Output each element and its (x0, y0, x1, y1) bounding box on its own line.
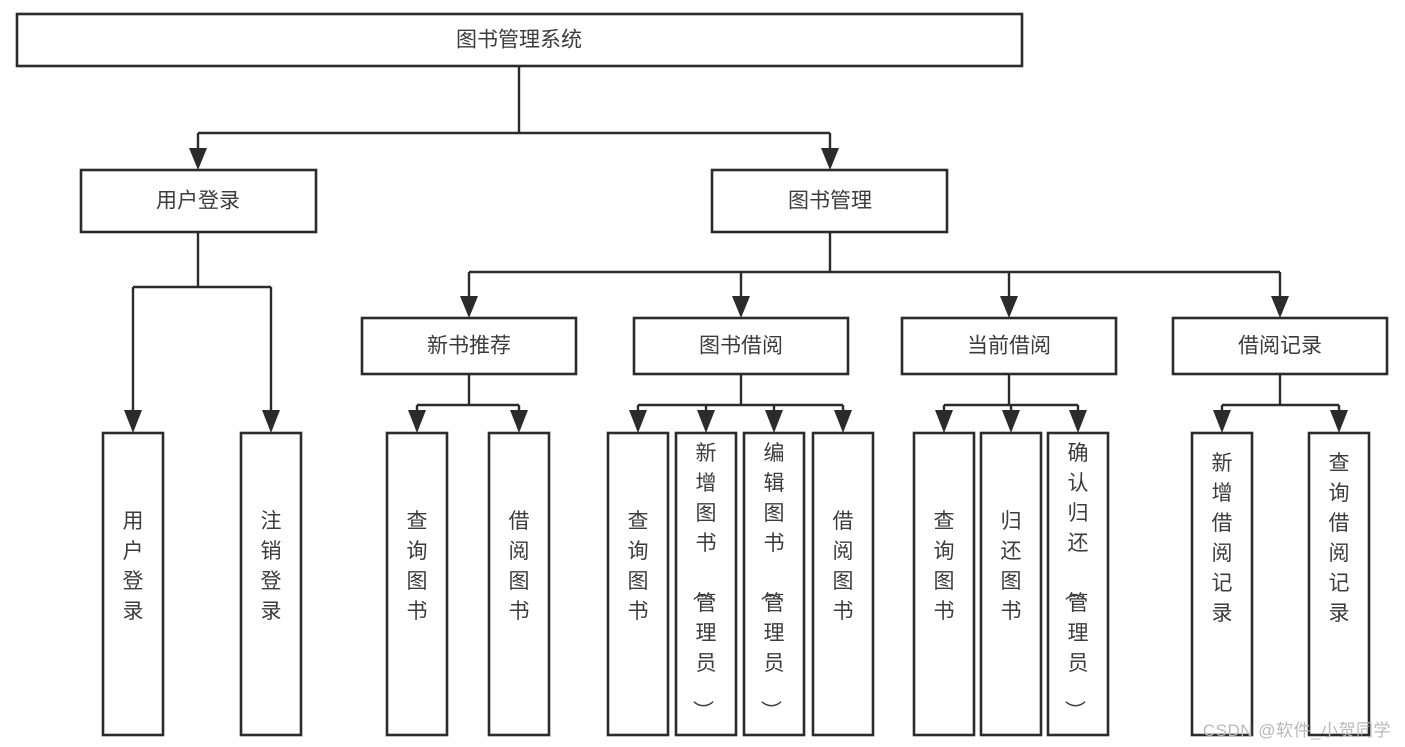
leaf-add-record[interactable]: 新增借阅记录 (1190, 431, 1254, 737)
node-borrow-record-box[interactable] (1171, 316, 1389, 376)
leaf-query-book-2-box[interactable] (606, 431, 670, 737)
leaf-confirm-return[interactable]: 确认归还（管理员） (1046, 431, 1110, 737)
node-book-borrow-label: 图书借阅 (699, 335, 783, 358)
leaf-logout[interactable]: 注销登录 (239, 431, 303, 737)
node-root-box[interactable] (15, 12, 1024, 68)
node-new-book-recommend[interactable]: 新书推荐 (360, 316, 578, 376)
node-user-login-box[interactable] (79, 168, 318, 234)
leaf-borrow-book-2-box[interactable] (811, 431, 875, 737)
arrowhead-leaf-add-record (1213, 410, 1231, 433)
node-root-label: 图书管理系统 (456, 29, 582, 52)
leaf-borrow-book-1-label: 借阅图书 (509, 510, 530, 623)
node-borrow-record-label: 借阅记录 (1238, 335, 1322, 358)
node-book-manage[interactable]: 图书管理 (710, 168, 949, 234)
leaf-return-book-label: 归还图书 (1001, 510, 1022, 623)
arrowhead-leaf-return-book (1002, 410, 1020, 433)
node-book-manage-label: 图书管理 (788, 190, 872, 213)
arrowhead-leaf-query-book-1 (408, 410, 426, 433)
leaf-logout-label: 注销登录 (261, 510, 282, 623)
leaf-add-book-label: 新增图书（管理员） (691, 442, 717, 721)
leaf-add-record-box[interactable] (1190, 431, 1254, 737)
leaf-edit-book[interactable]: 编辑图书（管理员） (742, 431, 806, 737)
node-root[interactable]: 图书管理系统 (15, 12, 1024, 68)
leaf-query-book-1[interactable]: 查询图书 (385, 431, 449, 737)
arrowhead-book-manage (821, 148, 839, 170)
leaf-edit-book-box[interactable] (742, 431, 806, 737)
arrowhead-current-borrow (1000, 296, 1018, 318)
arrowhead-leaf-query-record (1330, 410, 1348, 433)
arrowhead-leaf-query-book-2 (629, 410, 647, 433)
leaf-add-record-label: 新增借阅记录 (1212, 452, 1233, 625)
node-borrow-record[interactable]: 借阅记录 (1171, 316, 1389, 376)
leaf-query-book-1-box[interactable] (385, 431, 449, 737)
node-new-book-recommend-label: 新书推荐 (427, 335, 511, 358)
node-current-borrow-box[interactable] (900, 316, 1118, 376)
arrowhead-leaf-user-login (124, 410, 142, 433)
leaf-query-record[interactable]: 查询借阅记录 (1307, 431, 1371, 737)
leaf-query-record-label: 查询借阅记录 (1329, 452, 1350, 625)
leaf-query-book-3-box[interactable] (912, 431, 976, 737)
connectors-group (124, 66, 1348, 433)
arrowhead-book-borrow (732, 296, 750, 318)
arrowhead-leaf-add-book (697, 410, 715, 433)
leaf-user-login[interactable]: 用户登录 (101, 431, 165, 737)
node-new-book-recommend-box[interactable] (360, 316, 578, 376)
leaf-borrow-book-1-box[interactable] (487, 431, 551, 737)
leaf-add-book-box[interactable] (674, 431, 738, 737)
leaf-borrow-book-2-label: 借阅图书 (833, 510, 854, 623)
arrowhead-leaf-borrow-book-2 (834, 410, 852, 433)
leaf-borrow-book-2[interactable]: 借阅图书 (811, 431, 875, 737)
arrowhead-leaf-logout (262, 410, 280, 433)
leaf-return-book[interactable]: 归还图书 (979, 431, 1043, 737)
node-user-login[interactable]: 用户登录 (79, 168, 318, 234)
node-user-login-label: 用户登录 (156, 190, 240, 213)
leaf-confirm-return-box[interactable] (1046, 431, 1110, 737)
node-current-borrow[interactable]: 当前借阅 (900, 316, 1118, 376)
leaf-query-book-2-label: 查询图书 (628, 510, 649, 623)
arrowhead-leaf-confirm-return (1069, 410, 1087, 433)
node-book-manage-box[interactable] (710, 168, 949, 234)
leaf-borrow-book-1[interactable]: 借阅图书 (487, 431, 551, 737)
arrowhead-leaf-edit-book (765, 410, 783, 433)
arrowhead-new-book-recommend (460, 296, 478, 318)
leaf-return-book-box[interactable] (979, 431, 1043, 737)
arrowhead-user-login (189, 148, 207, 170)
arrowhead-leaf-query-book-3 (935, 410, 953, 433)
arrowhead-leaf-borrow-book-1 (510, 410, 528, 433)
leaf-query-book-3-label: 查询图书 (934, 510, 955, 623)
leaf-confirm-return-label: 确认归还（管理员） (1063, 442, 1089, 721)
leaf-logout-box[interactable] (239, 431, 303, 737)
leaf-edit-book-label: 编辑图书（管理员） (759, 442, 785, 721)
node-current-borrow-label: 当前借阅 (967, 335, 1051, 358)
watermark-text: CSDN @软件_小贺同学 (1202, 721, 1391, 740)
arrowhead-borrow-record (1271, 296, 1289, 318)
node-book-borrow[interactable]: 图书借阅 (632, 316, 850, 376)
leaf-user-login-box[interactable] (101, 431, 165, 737)
leaf-query-book-2[interactable]: 查询图书 (606, 431, 670, 737)
node-book-borrow-box[interactable] (632, 316, 850, 376)
leaf-query-book-3[interactable]: 查询图书 (912, 431, 976, 737)
leaf-query-book-1-label: 查询图书 (407, 510, 428, 623)
leaf-query-record-box[interactable] (1307, 431, 1371, 737)
leaf-add-book[interactable]: 新增图书（管理员） (674, 431, 738, 737)
leaf-user-login-label: 用户登录 (123, 510, 144, 623)
